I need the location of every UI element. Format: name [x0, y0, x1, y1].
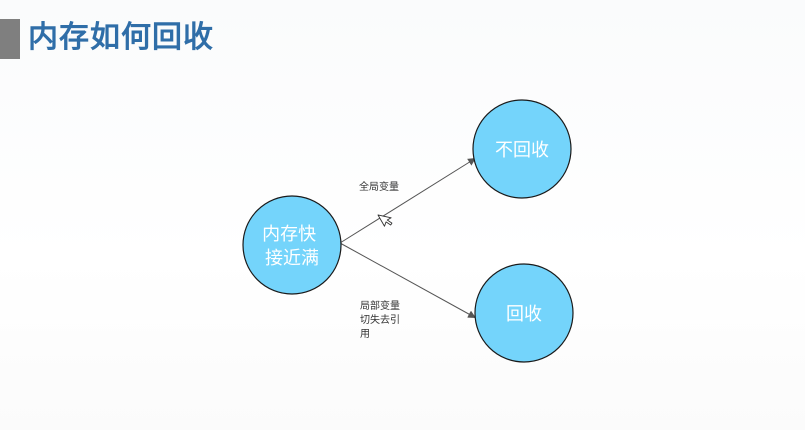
node-memory-line-1: 内存快 — [262, 224, 316, 245]
edge-label-global: 全局变量 — [359, 180, 399, 193]
edge-label-global-line: 全局变量 — [359, 180, 399, 193]
node-collect: 回收 — [474, 263, 574, 363]
node-collect-label: 回收 — [506, 304, 542, 325]
node-no-collect: 不回收 — [472, 99, 572, 199]
node-no-collect-label: 不回收 — [495, 140, 549, 161]
edge-label-local-line-2: 切失去引 — [360, 313, 400, 326]
edge-label-local: 局部变量 切失去引 用 — [360, 299, 403, 340]
edge-label-local-line-3: 用 — [360, 329, 370, 340]
mouse-pointer-icon — [377, 214, 393, 227]
svg-text:内存快 接近满: 内存快 接近满 — [262, 224, 322, 269]
edge-label-local-line-1: 局部变量 — [360, 299, 400, 312]
slide-title: 内存如何回收 — [28, 20, 214, 55]
edge-local-variable — [339, 242, 477, 319]
node-memory-line-2: 接近满 — [265, 248, 319, 269]
title-accent-bar — [0, 19, 20, 59]
node-memory-almost-full: 内存快 接近满 — [242, 195, 342, 295]
edge-global-variable — [339, 157, 477, 244]
